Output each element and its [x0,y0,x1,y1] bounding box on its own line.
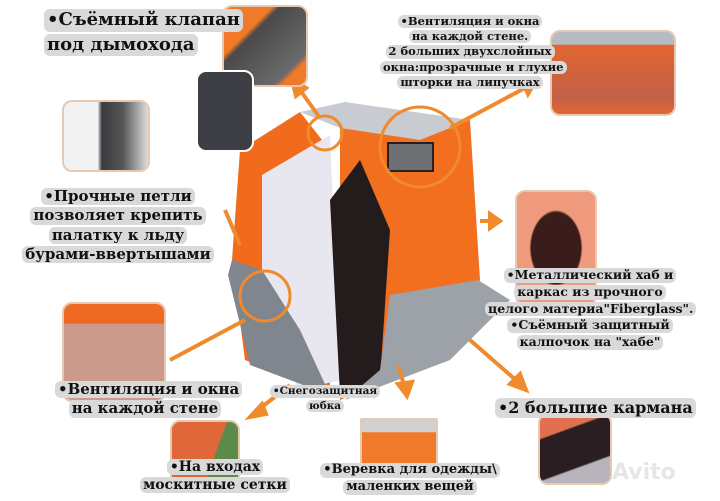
tent-window [387,142,434,172]
label-line: •Веревка для одежды\ [320,462,500,478]
label-line: •Металлический хаб и [503,267,677,283]
highlight-circle-chimney [306,114,344,152]
tent-skirt-left [228,260,330,395]
photo-loop [62,100,150,172]
label-line: юбка [305,399,345,413]
tent-roof [300,102,470,140]
label-line: маленких вещей [343,479,477,495]
label-line: •Прочные петли [41,187,195,206]
label-line: 2 больших двухслойных [385,45,555,59]
label-line: бурами-ввертышами [22,245,214,263]
label-line: •Съёмный защитный [507,317,673,333]
highlight-circle-window [378,105,462,189]
label-line: целого материа"Fiberglass". [485,301,697,317]
label-line: каркас из прочного [514,284,666,300]
label-line: на каждой стене. [408,29,532,44]
label-line: москитные сетки [140,477,290,494]
label-pockets: •2 большие кармана [495,397,696,419]
tent-skirt-right [345,280,510,400]
label-line: шторки на липучках [397,75,543,90]
label-rope: •Веревка для одежды\маленких вещей [315,462,505,496]
label-line: •Вентиляция и окна [397,14,543,29]
label-line: •Снегозащитная [269,385,381,398]
label-line: на каждой стене [68,399,222,418]
label-line: •2 большие кармана [495,398,696,418]
label-line: окна:прозрачные и глухие [380,60,567,74]
label-line: под дымохода [44,33,198,56]
label-line: палатку к льду [48,226,188,244]
label-line: •Вентиляция и окна [55,380,243,399]
tent-doorway [330,160,390,395]
photo-pockets [538,413,612,485]
photo-window-inside [550,30,676,116]
label-line: •На входах [166,459,264,476]
label-line: калпочок на "хабе" [516,334,664,350]
photo-chimney-cover [196,70,254,152]
label-line: •Съёмный клапан [44,9,243,32]
label-line: позволяет крепить [30,206,206,225]
highlight-circle-loop [238,269,292,323]
avito-watermark: Avito [612,460,676,485]
